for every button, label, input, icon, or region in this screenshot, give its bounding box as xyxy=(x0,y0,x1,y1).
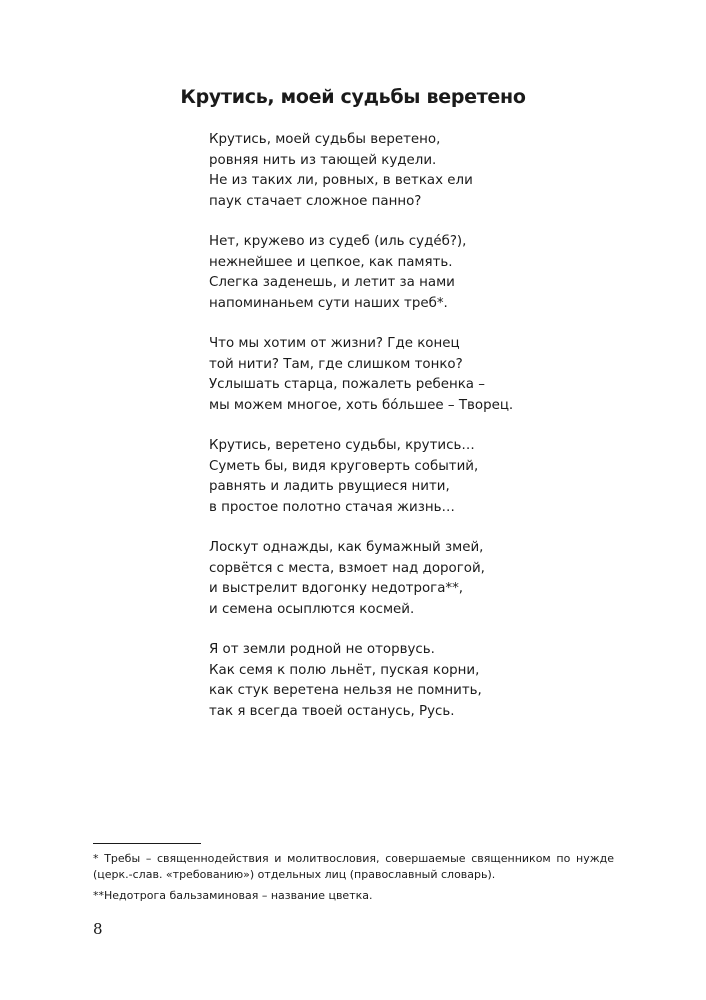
footnote-divider xyxy=(93,843,201,844)
poem-line: Слегка заденешь, и летит за нами xyxy=(209,275,455,290)
poem-line: Как семя к полю льнёт, пуская корни, xyxy=(209,662,480,678)
stanza: Крутись, веретено судьбы, крутись… Сумет… xyxy=(209,436,609,518)
poem-line: равнять и ладить рвущиеся нити, xyxy=(209,479,450,494)
stanza: Крутись, моей судьбы веретено, ровняя ни… xyxy=(209,130,609,212)
page-number: 8 xyxy=(93,920,103,938)
poem-line: нежнейшее и цепкое, как память. xyxy=(209,254,453,270)
poem-line: в простое полотно стачая жизнь… xyxy=(209,499,455,515)
poem-line: и выстрелит вдогонку недотрога**, xyxy=(209,581,464,596)
poem-line: Я от земли родной не оторвусь. xyxy=(209,642,435,657)
footnote: **Недотрога бальзаминовая – название цве… xyxy=(93,889,373,902)
poem-line: Не из таких ли, ровных, в ветках ели xyxy=(209,173,473,188)
poem-line: как стук веретена нельзя не помнить, xyxy=(209,683,482,698)
footnotes: * Требы – священнодействия и молитвослов… xyxy=(93,851,614,909)
poem-line: Крутись, веретено судьбы, крутись… xyxy=(209,438,475,453)
poem-line: мы можем многое, хоть бóльшее – Творец. xyxy=(209,397,514,413)
poem-line: Суметь бы, видя круговерть событий, xyxy=(209,458,479,474)
poem-line: напоминаньем сути наших треб*. xyxy=(209,295,448,311)
stanza: Нет, кружево из судеб (иль судéб?), нежн… xyxy=(209,232,609,314)
poem-line: Что мы хотим от жизни? Где конец xyxy=(209,336,460,351)
stanza: Я от земли родной не оторвусь. Как семя … xyxy=(209,640,609,722)
poem-line: Услышать старца, пожалеть ребенка – xyxy=(209,377,485,392)
poem-title: Крутись, моей судьбы веретено xyxy=(180,86,526,108)
poem-line: паук стачает сложное панно? xyxy=(209,193,422,209)
poem-line: Лоскут однажды, как бумажный змей, xyxy=(209,540,484,555)
poem-line: так я всегда твоей останусь, Русь. xyxy=(209,703,455,719)
poem-line: ровняя нить из тающей кудели. xyxy=(209,152,437,168)
poem-line: и семена осыплются космей. xyxy=(209,601,415,617)
poem-body: Крутись, моей судьбы веретено, ровняя ни… xyxy=(209,130,609,742)
stanza: Лоскут однажды, как бумажный змей, сорвё… xyxy=(209,538,609,620)
footnote: * Требы – священнодействия и молитвослов… xyxy=(93,852,614,881)
stanza: Что мы хотим от жизни? Где конец той нит… xyxy=(209,334,609,416)
poem-line: Крутись, моей судьбы веретено, xyxy=(209,132,441,147)
poem-line: Нет, кружево из судеб (иль судéб?), xyxy=(209,234,467,249)
poem-line: той нити? Там, где слишком тонко? xyxy=(209,356,463,372)
poem-line: сорвётся с места, взмоет над дорогой, xyxy=(209,560,485,576)
